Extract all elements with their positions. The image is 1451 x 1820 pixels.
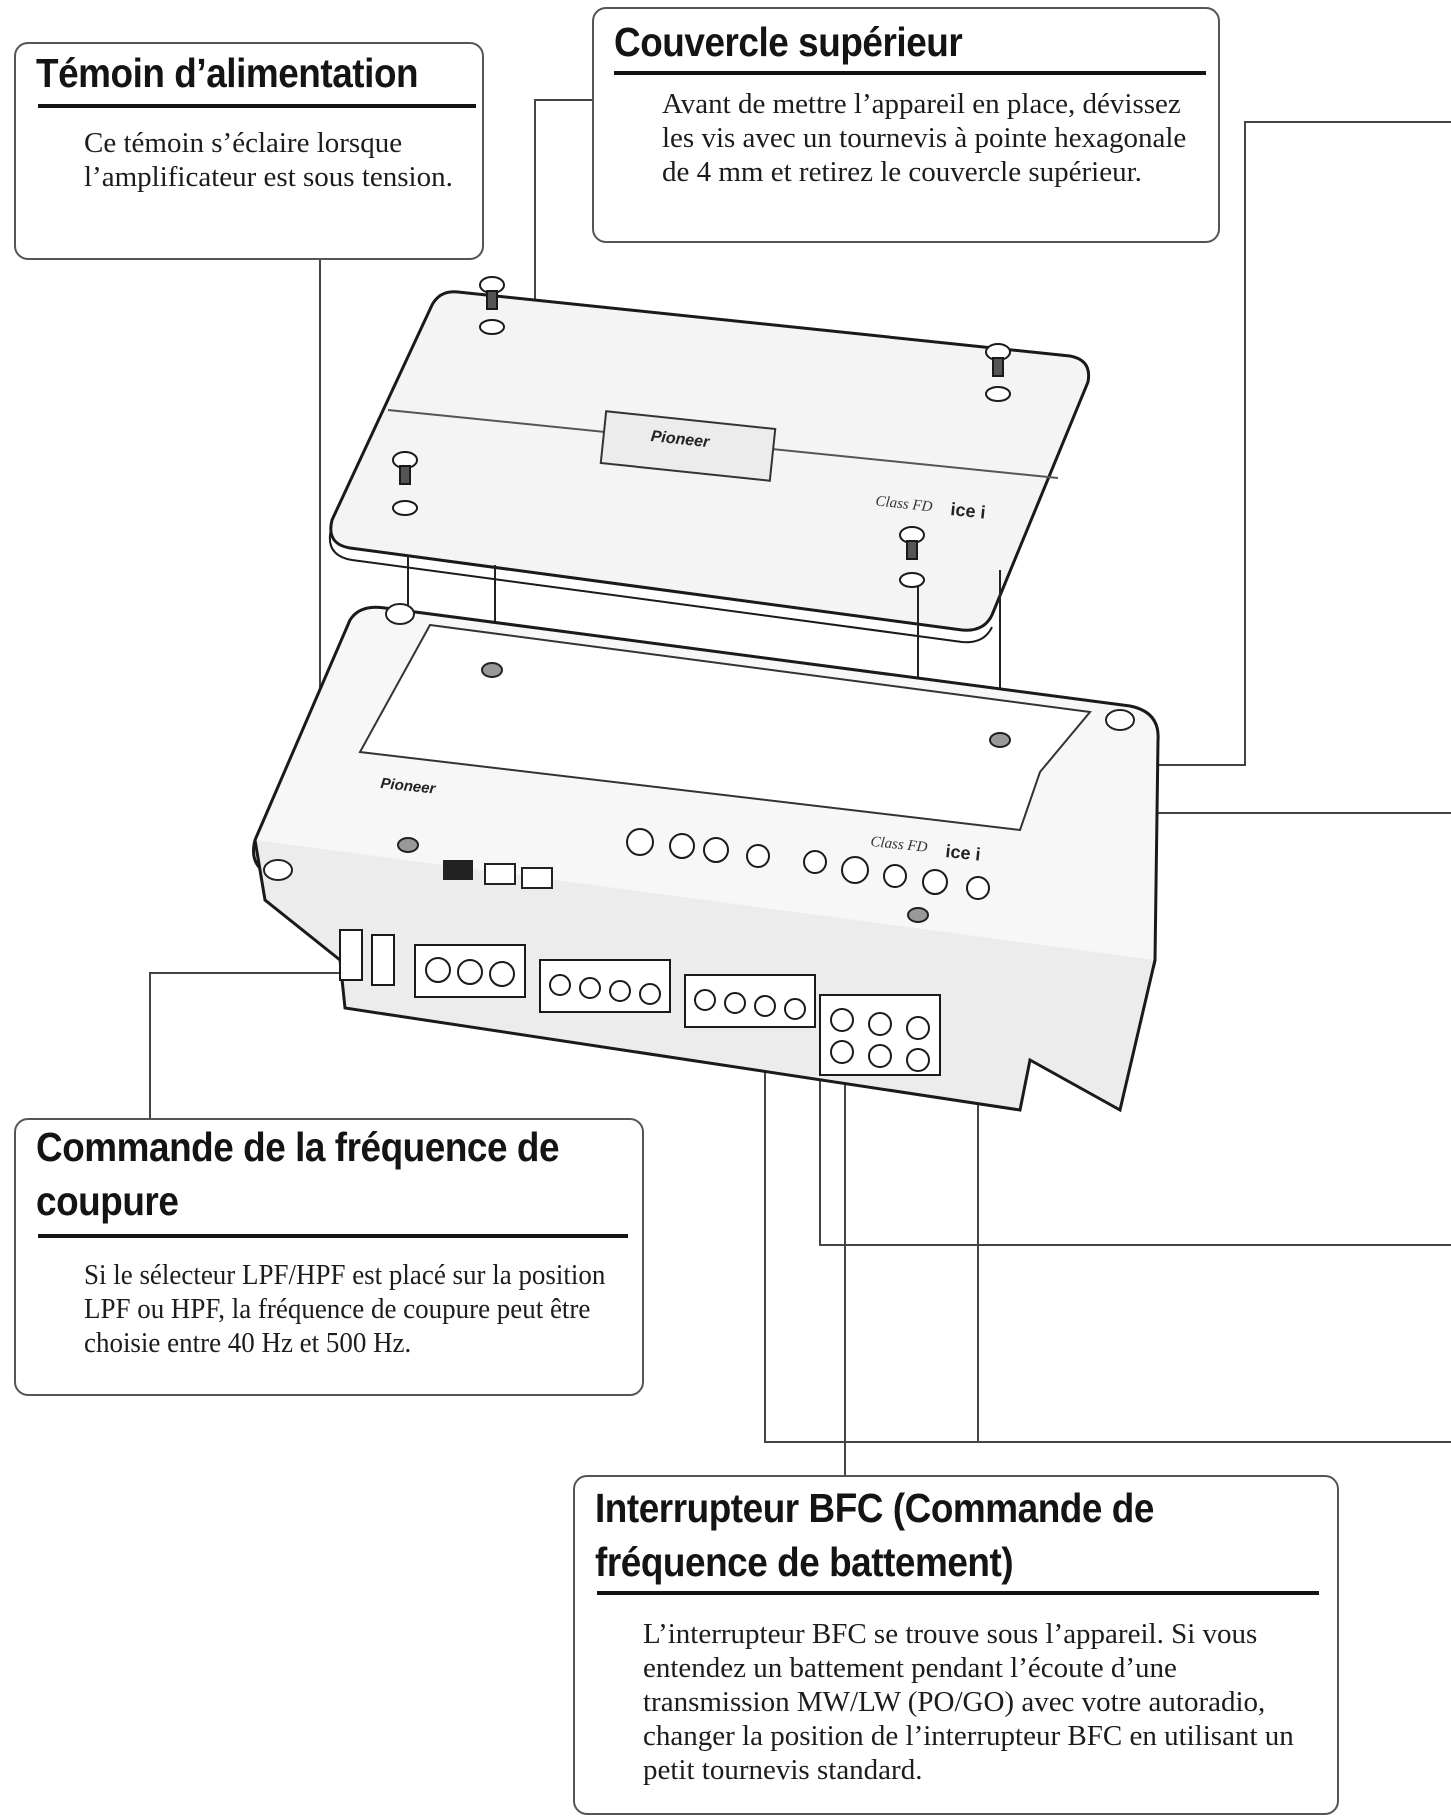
- knob-icon: [841, 856, 869, 884]
- title-rule: [38, 1234, 628, 1238]
- title-rule: [38, 104, 476, 108]
- knob-icon: [922, 869, 948, 895]
- fuse-slot: [371, 934, 395, 986]
- cover-brand-plate: [599, 410, 777, 482]
- panel-knobs: [626, 828, 990, 900]
- panel-class-badge: Class FD: [870, 834, 929, 856]
- knob-icon: [883, 864, 907, 888]
- callout-body: Ce témoin s’éclaire lorsque l’amplificat…: [84, 127, 453, 193]
- rear-terminals: [339, 929, 941, 1076]
- cover-logo: ice i: [950, 499, 987, 523]
- callout-title: Interrupteur BFC (Commande de fréquence …: [595, 1485, 1154, 1585]
- title-rule: [597, 1591, 1319, 1595]
- knob-icon: [746, 844, 770, 868]
- panel-switch: [484, 863, 516, 885]
- callout-cutoff-control: Commande de la fréquence de coupure Si l…: [14, 1118, 644, 1396]
- callout-body: Avant de mettre l’appareil en place, dév…: [662, 88, 1187, 188]
- callout-top-cover: Couvercle supérieur Avant de mettre l’ap…: [592, 7, 1220, 243]
- screw-icon: [392, 451, 418, 516]
- knob-icon: [669, 833, 695, 859]
- panel-brand-text: Pioneer: [380, 775, 438, 798]
- callout-power-indicator: Témoin d’alimentation Ce témoin s’éclair…: [14, 42, 484, 260]
- top-cover-plate: Pioneer Class FD ice i: [328, 290, 1091, 644]
- panel-switch: [443, 860, 473, 880]
- callout-body: Si le sélecteur LPF/HPF est placé sur la…: [84, 1259, 606, 1359]
- mount-hole: [385, 603, 415, 625]
- screw-icon: [985, 343, 1011, 402]
- amplifier-body: Pioneer Class FD ice i: [252, 603, 1160, 1113]
- post-hole: [397, 837, 419, 853]
- mount-hole: [263, 859, 293, 881]
- post-hole: [989, 732, 1011, 748]
- screws: [392, 276, 1011, 588]
- callout-title: Commande de la fréquence de coupure: [36, 1124, 560, 1224]
- cover-edge: [328, 519, 993, 644]
- screw-icon: [899, 526, 925, 588]
- post-hole: [907, 907, 929, 923]
- title-rule: [614, 71, 1206, 75]
- cover-class-badge: Class FD: [875, 493, 934, 515]
- knob-icon: [966, 876, 990, 900]
- leader-line-cover: [534, 99, 593, 310]
- callout-title: Témoin d’alimentation: [36, 50, 419, 96]
- post-hole: [481, 662, 503, 678]
- knob-icon: [703, 837, 729, 863]
- knob-icon: [626, 828, 654, 856]
- screw-icon: [479, 276, 505, 335]
- fuse-slot: [339, 929, 363, 981]
- panel-switch: [521, 867, 553, 889]
- cover-brand-text: Pioneer: [650, 428, 711, 451]
- callout-bfc-switch: Interrupteur BFC (Commande de fréquence …: [573, 1475, 1339, 1815]
- callout-body: L’interrupteur BFC se trouve sous l’appa…: [643, 1618, 1294, 1786]
- knob-icon: [803, 850, 827, 874]
- callout-title: Couvercle supérieur: [614, 19, 963, 65]
- mount-hole: [1105, 709, 1135, 731]
- panel-logo: ice i: [945, 841, 982, 865]
- body-top-recess: [358, 623, 1092, 832]
